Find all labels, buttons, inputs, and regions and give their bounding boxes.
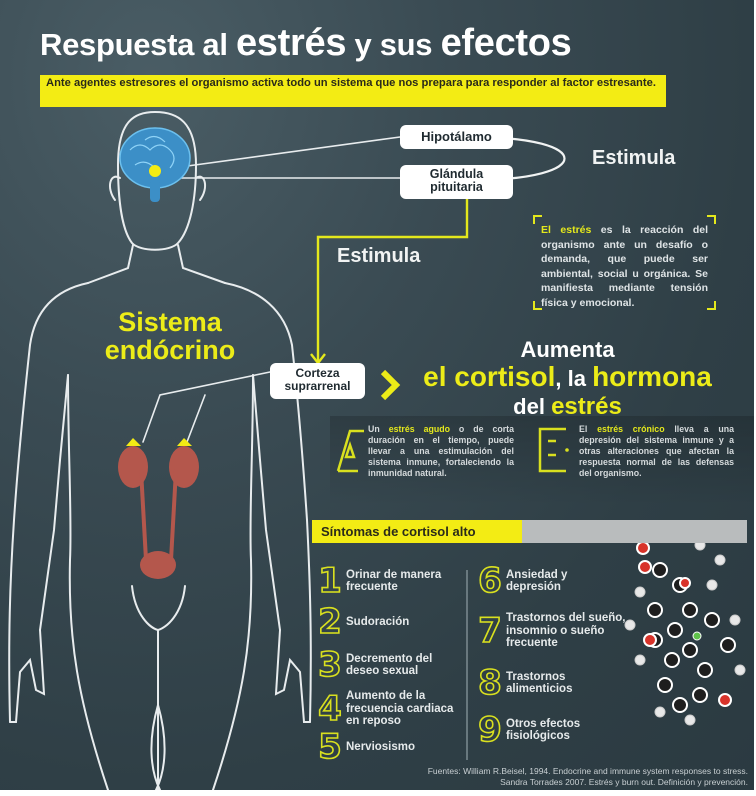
pituitaria-box: Glándula pituitaria xyxy=(400,165,513,199)
symptom-2: 2 Sudoración xyxy=(317,602,410,642)
symptom-7: 7 Trastornos del sueño, insomnio o sueño… xyxy=(477,610,626,651)
stress-definition-box: El estrés es la reacción del organismo a… xyxy=(533,215,716,310)
estimula-label-top: Estimula xyxy=(592,147,676,169)
number-6-icon: 6 xyxy=(477,561,502,601)
number-2-icon: 2 xyxy=(317,602,342,642)
symptom-1: 1 Orinar de manera frecuente xyxy=(317,561,442,601)
acute-stress-text: Un estrés agudo o de corta duración en e… xyxy=(368,424,514,478)
headline-estres: estrés xyxy=(551,393,622,420)
sources: Fuentes: William R.Beisel, 1994. Endocri… xyxy=(428,766,748,788)
hipotalamo-box: Hipotálamo xyxy=(400,125,513,149)
cortisol-headline: Aumenta el cortisol, la hormona del estr… xyxy=(385,338,750,420)
intro-banner: Ante agentes estresores el organismo act… xyxy=(40,75,666,107)
definition-highlight: El estrés xyxy=(541,224,592,236)
hipotalamo-label: Hipotálamo xyxy=(421,129,492,144)
definition-text: es la reacción del organismo ante un des… xyxy=(541,224,709,309)
corteza-label-2: suprarrenal xyxy=(284,379,351,393)
letter-a-icon xyxy=(334,425,366,473)
cortisol-molecule-icon xyxy=(624,539,746,726)
chronic-stress-text: El estrés crónico lleva a una depresión … xyxy=(579,424,735,478)
symptom-5: 5 Nerviosismo xyxy=(317,727,416,767)
source-1: Fuentes: William R.Beisel, 1994. Endocri… xyxy=(427,766,748,776)
headline-hormona: hormona xyxy=(592,361,712,392)
number-8-icon: 8 xyxy=(477,663,502,703)
letter-b-icon xyxy=(536,425,572,473)
pituitaria-label-2: pituitaria xyxy=(430,180,483,194)
sistema-label-line-1: Sistema xyxy=(118,307,222,337)
number-1-icon: 1 xyxy=(317,561,342,601)
title-part-4: efectos xyxy=(440,22,572,64)
brain-icon xyxy=(119,127,191,202)
headline-comma: , la xyxy=(555,366,593,391)
symptom-9: 9 Otros efectos fisiológicos xyxy=(477,710,581,750)
symptom-6: 6 Ansiedad y depresión xyxy=(477,561,568,601)
number-5-icon: 5 xyxy=(317,727,342,767)
page-title: Respuesta al estrés y sus efectos xyxy=(40,22,572,65)
corteza-label-1: Corteza xyxy=(295,366,340,380)
symptom-8: 8 Trastornos alimenticios xyxy=(477,663,573,703)
corteza-suprarrenal-box: Corteza suprarrenal xyxy=(270,363,365,399)
number-9-icon: 9 xyxy=(477,710,502,750)
number-7-icon: 7 xyxy=(477,610,502,651)
kidneys-icon xyxy=(118,438,199,579)
symptoms-header: Síntomas de cortisol alto xyxy=(312,520,522,543)
headline-del: del xyxy=(513,394,552,419)
chronic-stress-highlight: estrés crónico xyxy=(597,424,665,434)
number-3-icon: 3 xyxy=(317,645,342,685)
title-part-1: Respuesta al xyxy=(40,27,236,62)
acute-stress-highlight: estrés agudo xyxy=(388,424,450,434)
sistema-endocrino-label: Sistema endócrino xyxy=(85,308,255,364)
number-4-icon: 4 xyxy=(317,688,342,729)
title-part-2: estrés xyxy=(235,22,347,64)
stress-types-panel xyxy=(330,416,754,506)
headline-cortisol: el cortisol xyxy=(423,361,556,392)
source-2: Sandra Torrades 2007. Estrés y burn out.… xyxy=(500,777,748,787)
pituitaria-label-1: Glándula xyxy=(429,167,484,181)
headline-line-1: Aumenta xyxy=(520,337,615,362)
title-part-3: y sus xyxy=(346,27,441,62)
symptom-4: 4 Aumento de la frecuencia cardiaca en r… xyxy=(317,688,454,729)
sistema-label-line-2: endócrino xyxy=(104,335,236,365)
estimula-label-middle: Estimula xyxy=(337,245,421,267)
symptom-3: 3 Decremento del deseo sexual xyxy=(317,645,433,685)
